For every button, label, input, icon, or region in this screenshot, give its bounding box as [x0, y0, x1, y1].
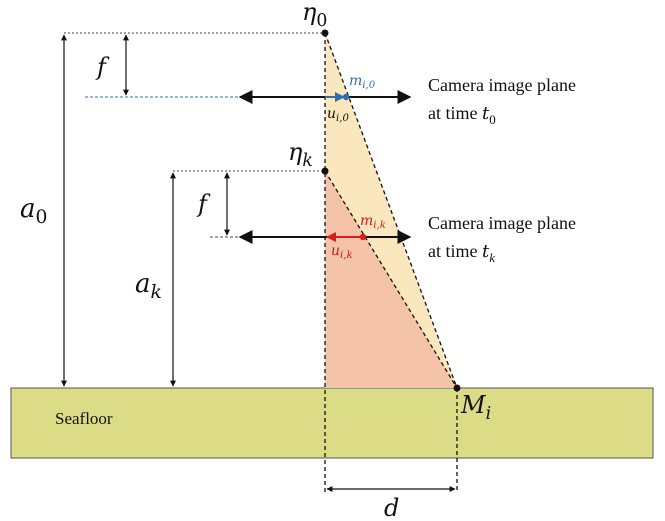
- f-top-label: f: [95, 53, 110, 81]
- eta0-label: η0: [302, 0, 327, 31]
- planek-caption-line1: Camera image plane: [428, 213, 576, 233]
- m-i0-label: mi,0: [349, 73, 376, 91]
- plane0-caption-line2: at time t0: [428, 103, 496, 127]
- etak-label: ηk: [288, 138, 313, 171]
- m-ik-label: mi,k: [360, 213, 386, 231]
- m-i0-point: [342, 93, 350, 101]
- Mi-point: [453, 384, 461, 392]
- ray-etak-to-Mi: [324, 170, 458, 389]
- plane0-caption-line1: Camera image plane: [428, 75, 576, 95]
- m-ik-point: [359, 233, 367, 241]
- seafloor-label: Seafloor: [55, 409, 113, 428]
- etak-point: [321, 167, 329, 175]
- ak-label: ak: [135, 269, 162, 303]
- d-label: d: [384, 494, 399, 521]
- f-mid-label: f: [196, 190, 211, 218]
- u-i0-label: ui,0: [327, 106, 349, 124]
- seafloor-band: [10, 387, 654, 459]
- a0-label: a0: [20, 194, 47, 228]
- u-ik-label: ui,k: [331, 243, 353, 261]
- Mi-label: Mi: [460, 391, 491, 424]
- planek-caption-line2: at time tk: [428, 241, 495, 265]
- eta0-point: [321, 29, 329, 37]
